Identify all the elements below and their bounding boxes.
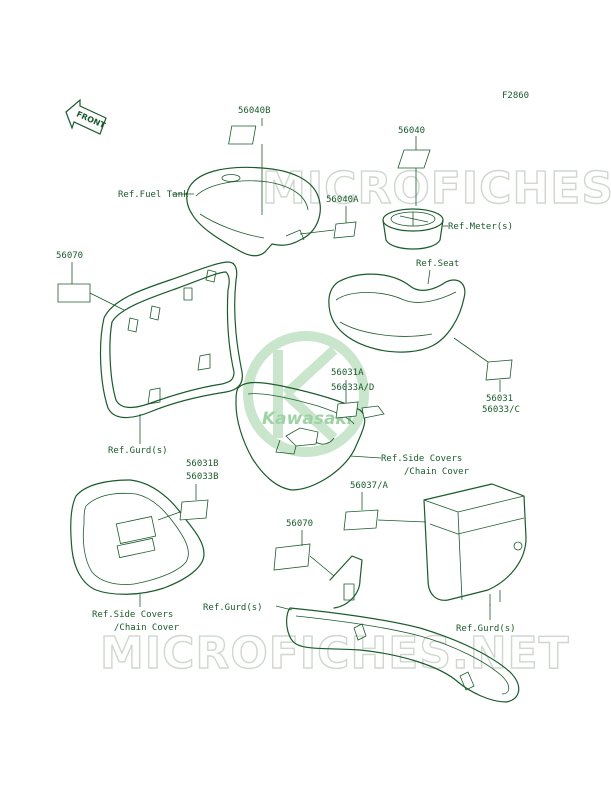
part-number-56031B: 56031B <box>186 459 219 469</box>
part-number-56031A: 56031A <box>331 368 364 378</box>
side-cover-left-drawing <box>70 479 205 595</box>
part-number-56040A: 56040A <box>326 195 359 205</box>
ref-gurd-right: Ref.Gurd(s) <box>456 624 516 634</box>
leader <box>427 269 431 285</box>
lower-guard-drawing <box>286 555 520 703</box>
decal-56040 <box>397 149 431 169</box>
part-number-56033AD: 56033A/D <box>331 383 374 393</box>
front-arrow-icon: FRONT <box>65 98 107 135</box>
side-cover-right-drawing <box>235 381 366 491</box>
decal-56031 <box>485 359 513 381</box>
decal-56037A <box>343 509 379 531</box>
ref-side-covers-left-line1: Ref.Side Covers <box>92 610 173 620</box>
watermark-text-bottom: MICROFICHES.NET <box>100 628 570 679</box>
decal-56070-top <box>57 283 91 303</box>
part-number-56033B: 56033B <box>186 472 219 482</box>
ref-gurd-bottom: Ref.Gurd(s) <box>203 603 263 613</box>
meter-drawing <box>382 208 444 250</box>
leader <box>377 519 427 523</box>
leader <box>349 455 382 459</box>
ref-meter: Ref.Meter(s) <box>448 222 513 232</box>
decal-56040A <box>333 221 357 239</box>
logo-watermark-text: Kawasaki <box>262 409 354 429</box>
part-number-56040B: 56040B <box>238 106 271 116</box>
leader <box>453 337 489 363</box>
part-number-56037A: 56037/A <box>350 481 389 491</box>
leader <box>309 555 335 577</box>
watermark: MICROFICHES.NET MICROFICHES.NET Kawasaki <box>99 162 611 679</box>
saddle-bag-drawing <box>423 483 527 606</box>
part-number-56031: 56031 <box>486 394 513 404</box>
decal-56031B <box>179 499 209 521</box>
ref-seat: Ref.Seat <box>416 259 459 269</box>
leader <box>89 292 125 311</box>
part-number-56033C: 56033/C <box>482 405 520 415</box>
decal-56040B <box>228 125 257 145</box>
decal-56031A <box>335 401 359 419</box>
decal-56070-bottom <box>273 543 311 571</box>
decal-56033A <box>361 405 385 419</box>
ref-fuel-tank: Ref.Fuel Tank <box>118 190 189 200</box>
figure-code: F2860 <box>502 91 529 101</box>
watermark-text-top: MICROFICHES.NET <box>262 163 611 214</box>
ref-side-covers-right-line2: /Chain Cover <box>404 467 470 477</box>
part-number-56070-top: 56070 <box>56 251 83 261</box>
ref-gurd-left: Ref.Gurd(s) <box>108 446 168 456</box>
ref-side-covers-left-line2: /Chain Cover <box>114 623 180 633</box>
part-number-56070-bottom: 56070 <box>286 519 313 529</box>
leader <box>299 229 335 235</box>
leader <box>275 605 293 611</box>
leader <box>157 511 181 521</box>
left-guard-drawing <box>99 261 243 419</box>
seat-drawing <box>328 273 466 353</box>
ref-side-covers-right-line1: Ref.Side Covers <box>381 454 462 464</box>
part-number-56040: 56040 <box>398 126 425 136</box>
